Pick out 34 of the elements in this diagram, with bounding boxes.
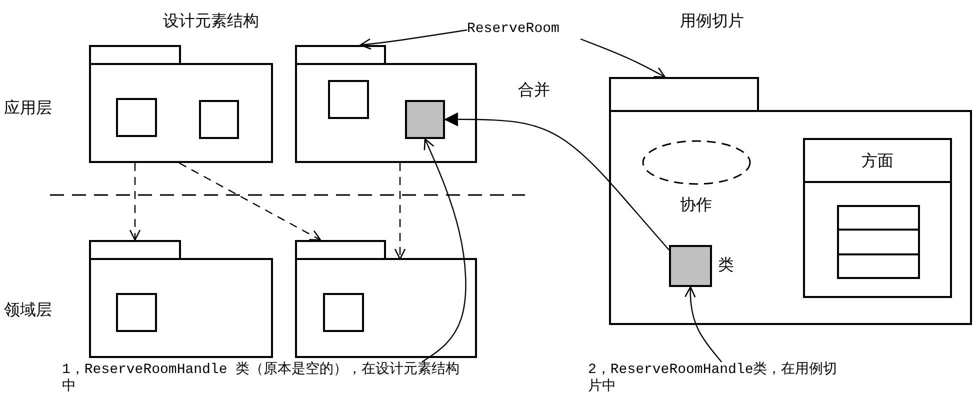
arrow: [684, 286, 722, 362]
arrow: [444, 112, 670, 250]
section-heading: 用例切片: [680, 12, 744, 30]
package-folder: [609, 77, 972, 325]
aspect-box: [803, 138, 952, 298]
annotation-note: 2，ReserveRoomHandle类，在用例切片中: [588, 362, 838, 396]
arrow: [178, 162, 322, 241]
class-box: [405, 100, 445, 139]
class-name-note: ReserveRoom: [467, 21, 560, 38]
class-box: [116, 293, 157, 332]
aspect-title: 方面: [862, 152, 894, 170]
section-heading: 设计元素结构: [163, 12, 259, 30]
arrow: [394, 163, 406, 260]
element-caption: 类: [718, 256, 734, 274]
class-box: [323, 293, 364, 332]
class-box: [328, 80, 369, 119]
class-box: [199, 100, 239, 139]
package-folder: [295, 45, 477, 163]
arrow: [422, 138, 466, 362]
arrow: [580, 38, 666, 78]
annotation-note: 1，ReserveRoomHandle 类（原本是空的），在设计元素结构中: [62, 362, 461, 396]
package-folder: [295, 240, 477, 358]
arrow: [129, 163, 141, 241]
layer-label: 应用层: [4, 99, 52, 117]
package-folder: [89, 240, 273, 358]
merge-label: 合并: [518, 81, 550, 99]
arrow: [360, 29, 468, 50]
collaboration-ellipse: [642, 140, 751, 185]
layer-label: 领域层: [4, 301, 52, 319]
package-folder: [89, 45, 273, 163]
class-table: [837, 205, 920, 279]
element-caption: 协作: [680, 196, 712, 214]
class-box: [116, 98, 157, 137]
class-box: [669, 245, 712, 287]
